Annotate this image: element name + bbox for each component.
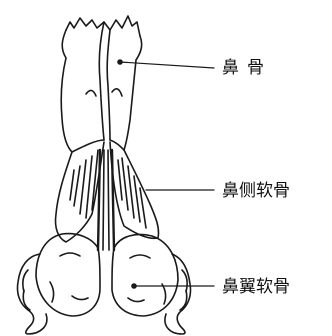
label-lateral-nasal-cartilage: 鼻侧软骨 — [222, 183, 290, 200]
nasal-bone-shape — [61, 16, 141, 152]
label-nasal-bone: 鼻骨 — [222, 60, 272, 77]
pointer-dot-nasal-bone — [118, 60, 122, 64]
leader-line-nasal-bone — [120, 62, 214, 68]
leader-lines — [120, 62, 214, 286]
label-alar-cartilage: 鼻翼软骨 — [222, 279, 290, 296]
pointer-dot-alar-cartilage — [132, 284, 136, 288]
alar-cartilage-shape — [17, 234, 190, 334]
